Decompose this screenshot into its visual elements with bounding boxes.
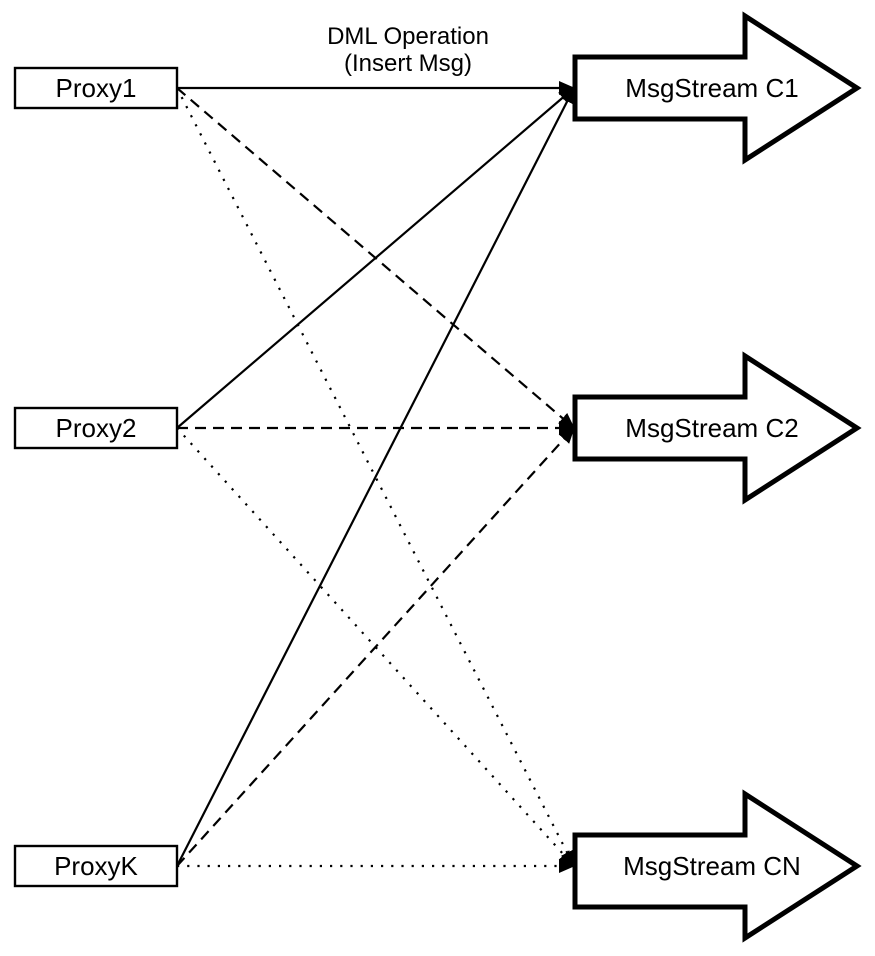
msgstream-c1-arrow: [572, 11, 862, 165]
msgstream-c1-node: MsgStream C1: [572, 11, 862, 165]
msgstream-c2-label: MsgStream C2: [625, 413, 798, 443]
proxy1-box: [13, 66, 179, 110]
msgstream-cn-node: MsgStream CN: [572, 789, 862, 943]
msgstream-cn-arrow: [572, 789, 862, 943]
proxy1-label: Proxy1: [56, 73, 137, 103]
proxy2-node: Proxy2: [13, 406, 179, 450]
proxyk-node: ProxyK: [13, 844, 179, 888]
msgstream-c1-label: MsgStream C1: [625, 73, 798, 103]
title-line-1: DML Operation: [327, 23, 489, 50]
proxy2-label: Proxy2: [56, 413, 137, 443]
diagram-title: DML Operation (Insert Msg): [327, 23, 489, 77]
msgstream-c2-node: MsgStream C2: [572, 351, 862, 505]
edge-proxyk-c2-dashed-line: [176, 427, 575, 867]
proxy2-box: [13, 406, 179, 450]
proxyk-label: ProxyK: [54, 851, 138, 881]
proxy1-node: Proxy1: [13, 66, 179, 110]
edge-proxyk-c1-solid-line: [176, 87, 575, 867]
edge-proxy1-c2-dashed-line: [176, 87, 575, 429]
title-line-2: (Insert Msg): [344, 50, 472, 77]
edges-layer: [176, 81, 575, 873]
proxyk-box: [13, 844, 179, 888]
msgstream-cn-label: MsgStream CN: [623, 851, 801, 881]
msgstream-c2-arrow: [572, 351, 862, 505]
